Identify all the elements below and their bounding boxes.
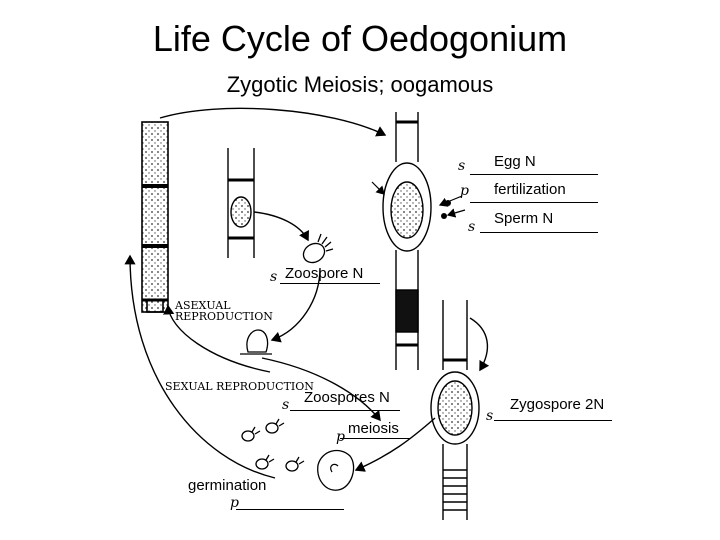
zygospore-underline bbox=[494, 420, 612, 421]
asexual-reproduction-label: ASEXUAL REPRODUCTION bbox=[175, 300, 273, 322]
zoospores-underline bbox=[290, 410, 400, 411]
egg-underline bbox=[470, 174, 598, 175]
germination-label: germination bbox=[188, 477, 267, 494]
marker-s-zoospores: s bbox=[282, 397, 290, 413]
zygospore-filament bbox=[430, 300, 480, 520]
asexual-label-line2: REPRODUCTION bbox=[175, 310, 273, 323]
vegetative-filament bbox=[141, 121, 169, 313]
zoospore-label: Zoospore N bbox=[285, 265, 364, 282]
marker-s-zygospore: s bbox=[486, 408, 494, 424]
marker-s-sperm: s bbox=[468, 219, 476, 235]
sperm-underline bbox=[480, 232, 598, 233]
marker-p-meiosis: p bbox=[336, 429, 345, 445]
asexual-label-line1: ASEXUAL bbox=[175, 299, 231, 312]
sexual-reproduction-label: SEXUAL REPRODUCTION bbox=[165, 380, 314, 393]
sperm-label: Sperm N bbox=[494, 210, 554, 227]
diagram-title: Life Cycle of Oedogonium bbox=[152, 18, 568, 59]
germination-underline bbox=[236, 509, 344, 510]
marker-p-fertilization: p bbox=[460, 183, 469, 199]
meiosis-zoospores bbox=[241, 418, 355, 491]
fertilization-underline bbox=[470, 202, 598, 203]
zygospore-label: Zygospore 2N bbox=[510, 396, 605, 413]
zoospores-label: Zoospores N bbox=[304, 389, 390, 406]
oogonium-filament bbox=[382, 112, 432, 370]
zoosporangium-filament bbox=[227, 148, 255, 258]
zoospore-underline bbox=[280, 283, 380, 284]
meiosis-label: meiosis bbox=[348, 420, 399, 437]
egg-label: Egg N bbox=[494, 153, 536, 170]
fertilization-label: fertilization bbox=[494, 181, 566, 198]
meiosis-underline bbox=[340, 438, 410, 439]
diagram-subtitle: Zygotic Meiosis; oogamous bbox=[226, 72, 494, 97]
cycle-arrows bbox=[124, 107, 490, 479]
germinating-zoospore bbox=[240, 329, 272, 355]
marker-s-zoospore: s bbox=[270, 269, 278, 285]
marker-s-egg: s bbox=[458, 158, 466, 174]
marker-p-germination: p bbox=[230, 495, 239, 511]
zoospore-cell bbox=[302, 233, 334, 264]
